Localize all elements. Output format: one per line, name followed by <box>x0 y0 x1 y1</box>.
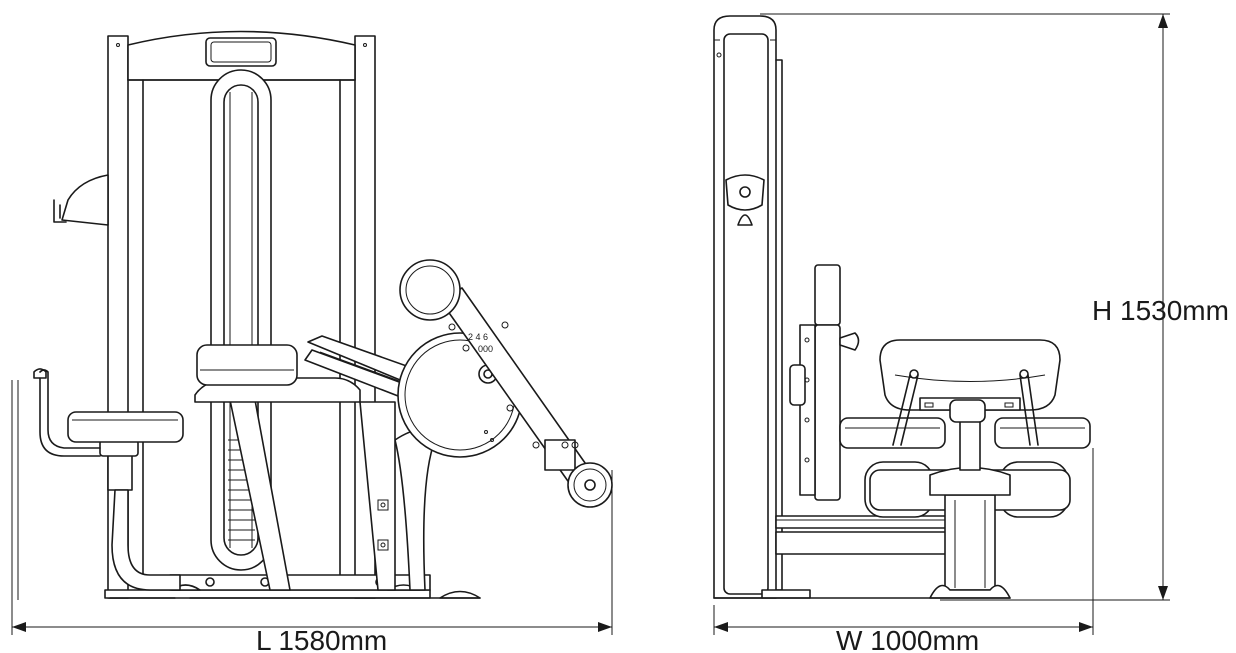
front-column <box>713 15 811 599</box>
front-rails <box>775 515 947 555</box>
height-dimension <box>760 13 1170 601</box>
seat-support <box>99 439 181 591</box>
length-dimension <box>11 380 613 635</box>
width-dimension <box>713 448 1094 635</box>
front-arm-pads <box>839 417 1091 449</box>
seat-pad <box>67 411 184 443</box>
front-selector <box>789 264 860 501</box>
selector-value: 000 <box>478 344 493 354</box>
side-handle <box>17 368 101 600</box>
front-view <box>713 13 1170 635</box>
height-label: H 1530mm <box>1092 295 1229 326</box>
selector-numbers: 2 4 6 <box>468 332 488 342</box>
width-label: W 1000mm <box>836 625 979 653</box>
accessory-holder <box>53 174 109 226</box>
front-chest-pad <box>879 339 1061 423</box>
preacher-frame <box>194 335 481 591</box>
length-label: L 1580mm <box>256 625 387 653</box>
lever-arm: 2 4 6 000 <box>399 259 613 508</box>
weight-tower <box>107 30 376 599</box>
front-post <box>929 419 1011 599</box>
front-handles <box>892 369 1039 446</box>
side-view: 2 4 6 000 <box>11 30 613 635</box>
